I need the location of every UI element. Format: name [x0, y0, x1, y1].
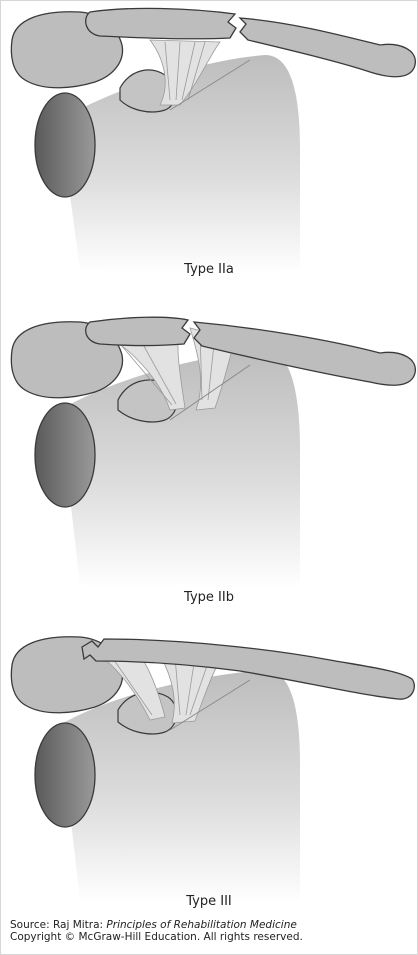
- source-line: Source: Raj Mitra: Principles of Rehabil…: [10, 919, 303, 931]
- source-credit: Source: Raj Mitra: Principles of Rehabil…: [10, 919, 303, 943]
- shoulder-diagram-type-iii: [0, 615, 418, 915]
- panel-type-iib: Type IIb: [0, 300, 418, 615]
- source-prefix: Source: Raj Mitra:: [10, 919, 106, 931]
- shoulder-diagram-type-iia: [0, 0, 418, 300]
- panel-type-iia: Type IIa: [0, 0, 418, 300]
- panel-caption-type-iii: Type III: [0, 894, 418, 909]
- glenoid: [35, 403, 95, 507]
- panel-caption-type-iib: Type IIb: [0, 590, 418, 605]
- source-book-title: Principles of Rehabilitation Medicine: [106, 919, 296, 931]
- glenoid: [35, 723, 95, 827]
- glenoid: [35, 93, 95, 197]
- clavicle-medial-fragment: [86, 8, 236, 38]
- panel-type-iii: Type III: [0, 615, 418, 915]
- clavicle-medial-fragment: [86, 317, 190, 345]
- copyright-line: Copyright © McGraw-Hill Education. All r…: [10, 931, 303, 943]
- shoulder-diagram-type-iib: [0, 300, 418, 615]
- panel-caption-type-iia: Type IIa: [0, 262, 418, 277]
